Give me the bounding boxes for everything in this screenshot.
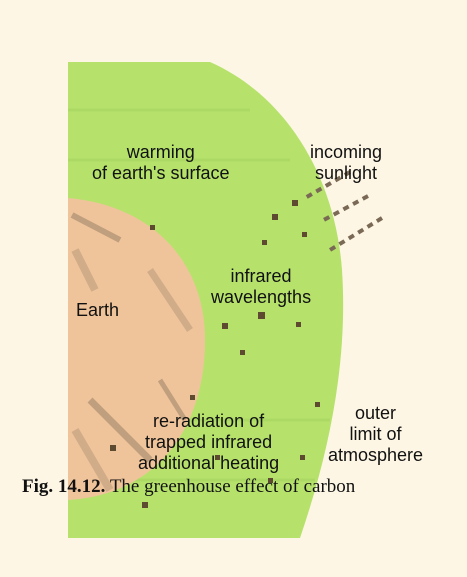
label-earth-text: Earth bbox=[76, 300, 119, 321]
caption-text: The greenhouse effect of carbon bbox=[110, 476, 355, 497]
label-incoming-line1: incoming bbox=[310, 142, 382, 163]
label-infrared-line2: wavelengths bbox=[211, 287, 311, 308]
label-reradiation-line1: re-radiation of bbox=[138, 411, 279, 432]
figure-caption: Fig. 14.12. The greenhouse effect of car… bbox=[22, 476, 355, 498]
label-infrared-line1: infrared bbox=[211, 266, 311, 287]
label-outer-line2: limit of bbox=[328, 424, 423, 445]
label-outer-line1: outer bbox=[328, 403, 423, 424]
label-outer-line3: atmosphere bbox=[328, 445, 423, 466]
label-earth: Earth bbox=[76, 300, 119, 321]
label-warming: warming of earth's surface bbox=[92, 142, 230, 184]
label-incoming-sunlight: incoming sunlight bbox=[310, 142, 382, 184]
label-reradiation-line2: trapped infrared bbox=[138, 432, 279, 453]
label-outer-limit: outer limit of atmosphere bbox=[328, 403, 423, 466]
label-reradiation: re-radiation of trapped infrared additio… bbox=[138, 411, 279, 474]
label-incoming-line2: sunlight bbox=[310, 163, 382, 184]
label-infrared: infrared wavelengths bbox=[211, 266, 311, 308]
caption-number: Fig. 14.12. bbox=[22, 476, 105, 497]
label-reradiation-line3: additional heating bbox=[138, 453, 279, 474]
label-warming-line1: warming bbox=[92, 142, 230, 163]
label-warming-line2: of earth's surface bbox=[92, 163, 230, 184]
